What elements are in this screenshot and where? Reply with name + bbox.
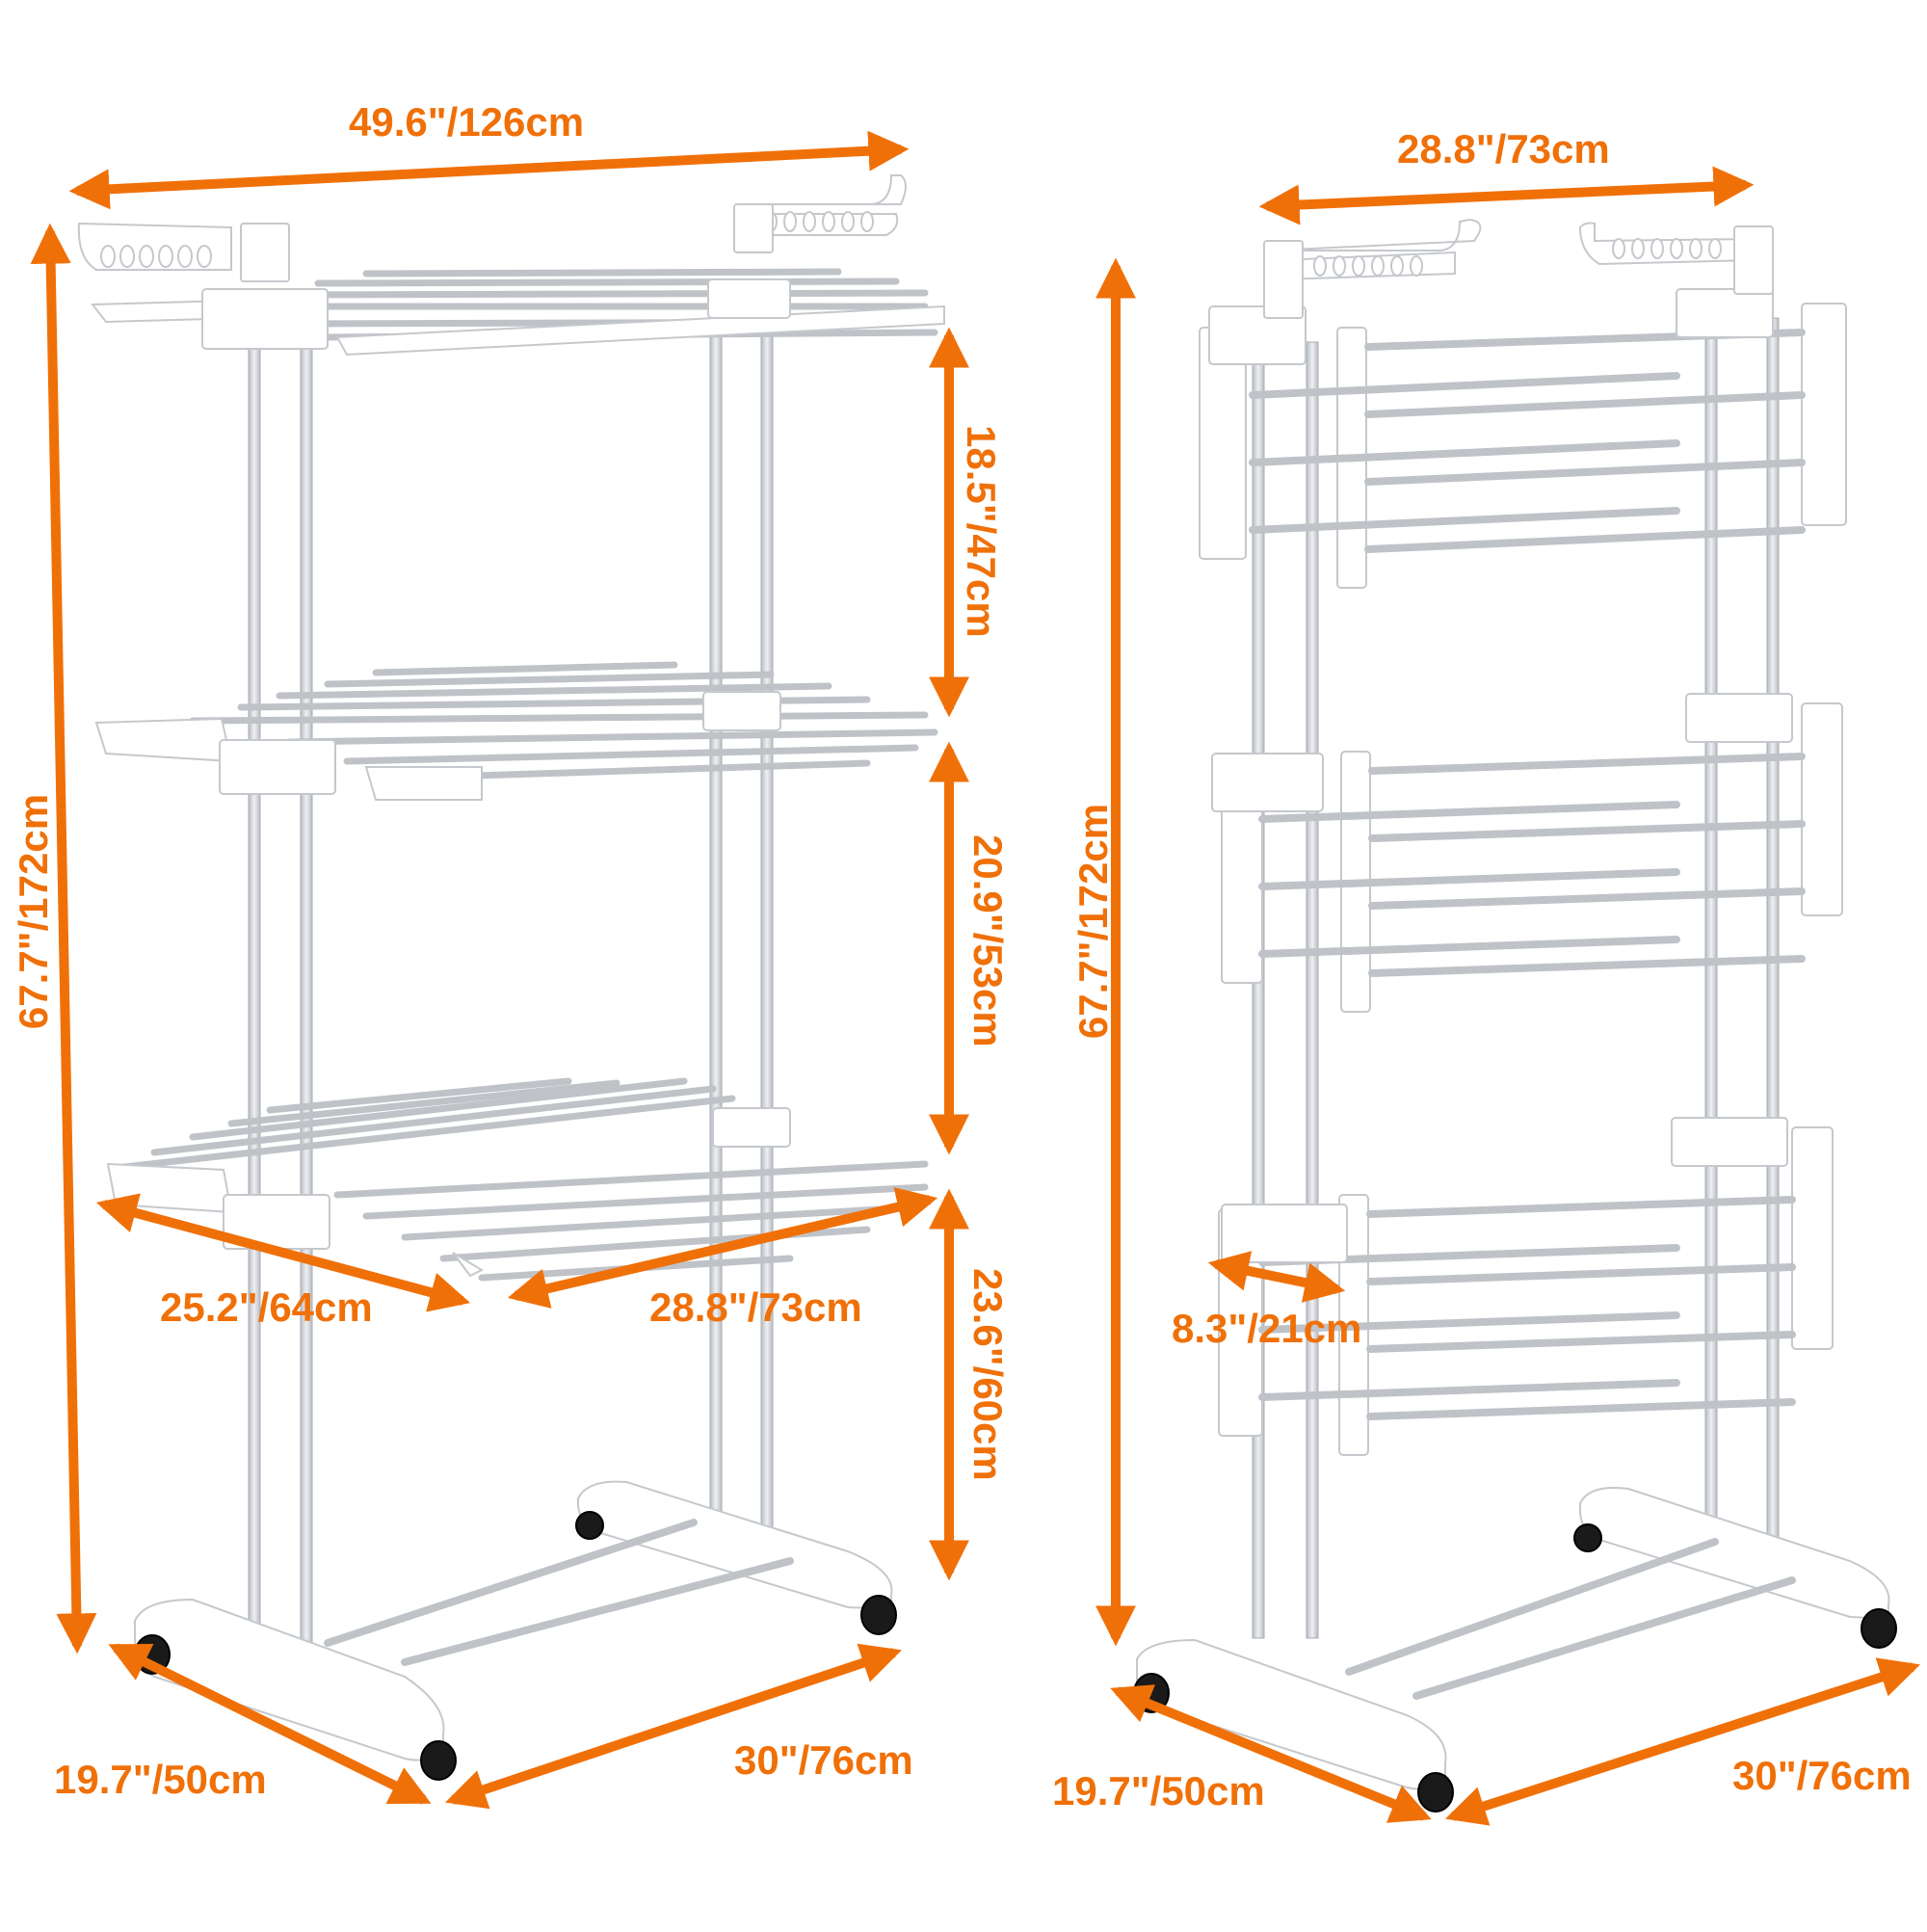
arrow-left-shelf-width (507, 1187, 938, 1309)
left-rack (77, 174, 945, 1781)
label-right-total-width: 28.8"/73cm (1397, 126, 1610, 172)
arrow-left-base-width (445, 1643, 902, 1810)
arrow-left-base-depth (108, 1643, 432, 1805)
label-right-base-depth: 19.7"/50cm (1052, 1768, 1265, 1813)
left-bottom-shelf (106, 1077, 929, 1282)
label-left-base-width: 30"/76cm (734, 1737, 913, 1783)
label-left-tier-middle: 20.9"/53cm (965, 834, 1011, 1047)
label-right-wing-width: 8.3"/21cm (1172, 1306, 1362, 1351)
left-rack-poles (248, 307, 774, 1663)
right-top-wings (1199, 218, 1847, 589)
label-left-shelf-depth: 25.2"/64cm (160, 1284, 373, 1330)
arrow-right-base-width (1445, 1657, 1920, 1826)
arrow-left-shelf-depth (95, 1193, 471, 1312)
arrow-right-base-depth (1110, 1684, 1432, 1823)
label-left-shelf-width: 28.8"/73cm (649, 1284, 862, 1330)
label-left-tier-bottom: 23.6"/60cm (965, 1268, 1011, 1481)
left-top-shelf (77, 174, 945, 357)
arrow-right-total-width (1258, 166, 1755, 225)
label-left-tier-top: 18.5"/47cm (959, 425, 1004, 638)
arrow-right-wing-width (1207, 1251, 1346, 1303)
label-right-total-height: 67.7"/172cm (1070, 803, 1116, 1040)
label-left-total-width: 49.6"/126cm (349, 99, 585, 145)
dimension-arrows (30, 130, 1920, 1826)
right-rack-poles (1252, 317, 1780, 1639)
label-right-base-width: 30"/76cm (1732, 1753, 1912, 1798)
label-left-total-height: 67.7"/172cm (11, 793, 56, 1030)
left-middle-shelf (94, 661, 938, 801)
arrow-left-total-height (30, 223, 97, 1654)
right-middle-wings (1211, 693, 1843, 1013)
arrow-left-total-width (68, 130, 910, 210)
label-left-base-depth: 19.7"/50cm (54, 1757, 267, 1802)
right-rack (1133, 218, 1897, 1813)
